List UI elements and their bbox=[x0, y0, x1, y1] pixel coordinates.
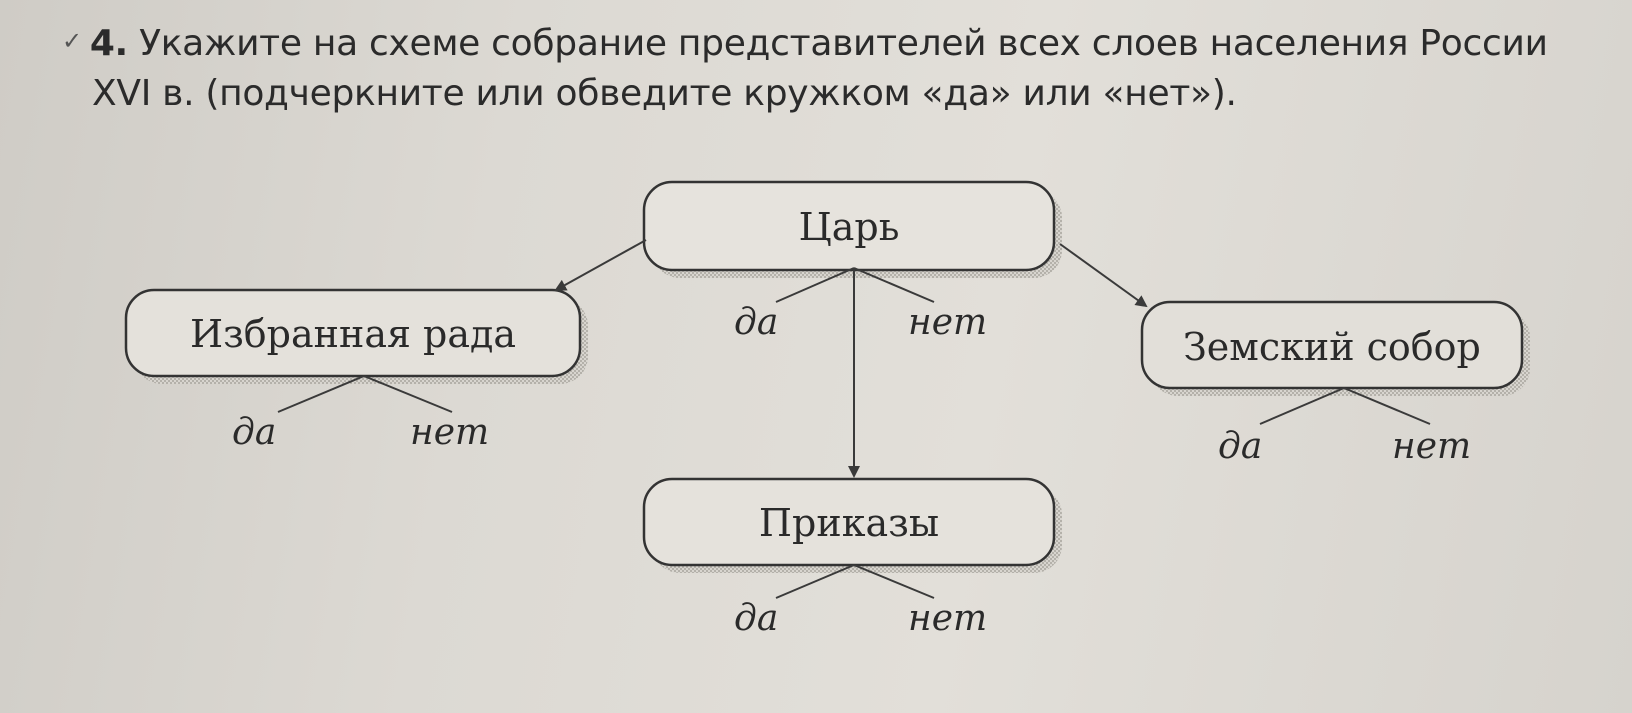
choice-prikazy-yes[interactable]: да bbox=[734, 598, 778, 639]
choice-rada-no[interactable]: нет bbox=[410, 412, 489, 453]
task-line-1: ✓4. Укажите на схеме собрание представит… bbox=[62, 16, 1562, 69]
branch-rada-yes bbox=[277, 375, 365, 413]
branch-prikazy-yes bbox=[775, 564, 855, 599]
branch-tsar-no bbox=[853, 267, 935, 303]
choice-tsar-no[interactable]: нет bbox=[908, 302, 987, 343]
arrow-to-zemsky-sobor bbox=[1059, 243, 1148, 308]
node-tsar-label: Царь bbox=[799, 205, 900, 249]
choice-tsar-yes[interactable]: да bbox=[734, 302, 778, 343]
task-text-line-2: XVI в. (подчеркните или обведите кружком… bbox=[92, 73, 1237, 114]
choice-prikazy-no[interactable]: нет bbox=[908, 598, 987, 639]
branch-tsar-yes bbox=[775, 267, 855, 303]
arrow-to-izbrannaya-rada bbox=[554, 239, 647, 291]
node-prikazy: Приказы bbox=[642, 477, 1062, 573]
branch-sobor-yes bbox=[1259, 387, 1345, 425]
node-zemsky-sobor-label: Земский собор bbox=[1183, 325, 1481, 369]
node-izbrannaya-rada: Избранная рада bbox=[124, 288, 588, 384]
node-tsar: Царь bbox=[642, 180, 1062, 278]
task-statement: ✓4. Укажите на схеме собрание представит… bbox=[62, 16, 1562, 119]
checkmark-icon: ✓ bbox=[62, 27, 82, 55]
branch-sobor-no bbox=[1343, 387, 1431, 425]
task-number: 4. bbox=[89, 23, 128, 64]
node-prikazy-label: Приказы bbox=[759, 501, 939, 545]
choice-sobor-yes[interactable]: да bbox=[1218, 426, 1262, 467]
choice-rada-yes[interactable]: да bbox=[232, 412, 276, 453]
branch-prikazy-no bbox=[853, 564, 935, 599]
task-line-2: XVI в. (подчеркните или обведите кружком… bbox=[62, 69, 1562, 119]
choice-sobor-no[interactable]: нет bbox=[1392, 426, 1471, 467]
branch-rada-no bbox=[363, 375, 453, 413]
task-text-line-1: Укажите на схеме собрание представителей… bbox=[139, 23, 1548, 64]
node-izbrannaya-rada-label: Избранная рада bbox=[190, 312, 516, 356]
node-zemsky-sobor: Земский собор bbox=[1140, 300, 1530, 396]
